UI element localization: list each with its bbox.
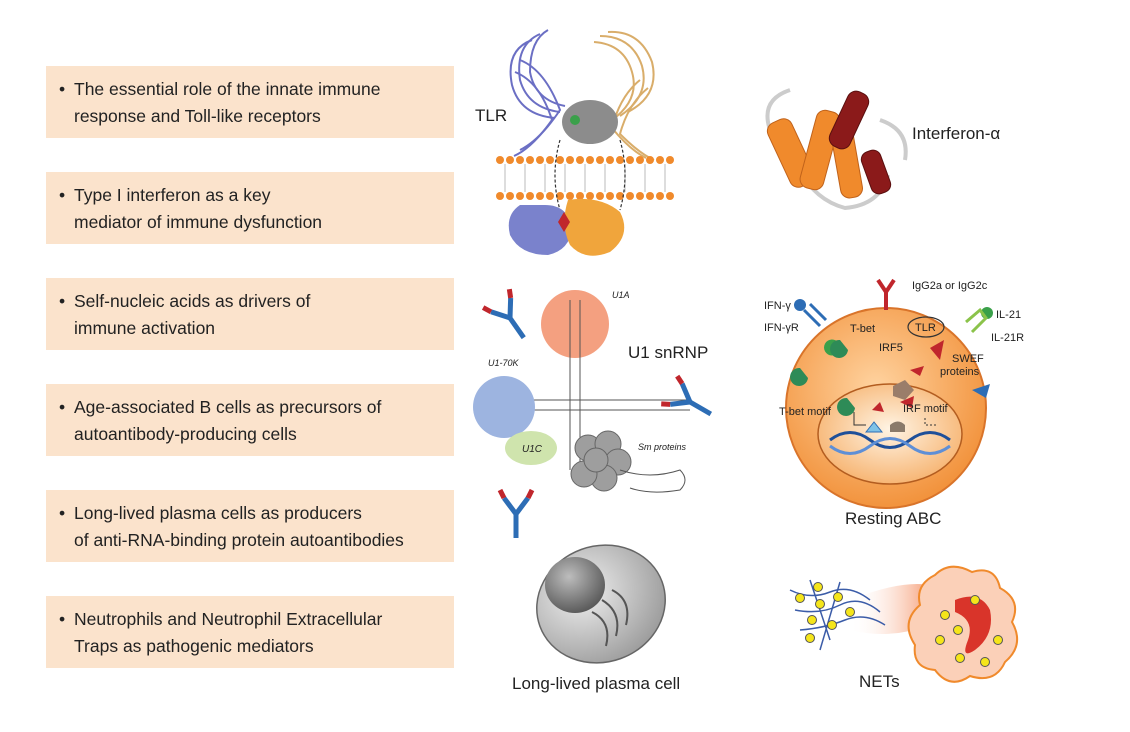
plasma-label: Long-lived plasma cell <box>512 674 680 693</box>
igg-receptor <box>876 278 896 310</box>
tbet-motif-triangle <box>864 421 884 433</box>
irf-motif-label: IRF motif <box>903 403 949 415</box>
bullet: • <box>59 397 66 417</box>
bullet: • <box>59 503 66 523</box>
topic-text: Type I interferon as a key mediator of i… <box>74 185 323 232</box>
abc-label: Resting ABC <box>845 509 941 528</box>
il21r-label: IL-21R <box>991 332 1024 344</box>
ifngr-receptor <box>794 299 828 328</box>
tir-center <box>558 212 570 232</box>
neutrophil <box>907 565 1019 683</box>
bullet: • <box>59 79 66 99</box>
u1c-label: U1C <box>522 444 543 455</box>
topic-text: Long-lived plasma cells as producers of … <box>74 503 404 550</box>
plasma-cell <box>536 544 666 664</box>
nets-illustration <box>789 565 1019 683</box>
granules <box>795 582 1003 667</box>
sm-label: Sm proteins <box>638 442 687 452</box>
u1-snrnp: U1A U1-70K U1C Sm proteins <box>473 290 690 493</box>
tbet-motif-label: T-bet motif <box>779 406 832 418</box>
ligand-dot <box>570 115 580 125</box>
sm-ring <box>570 430 632 492</box>
topic-text: Age-associated B cells as precursors of … <box>74 397 382 444</box>
bullet: • <box>59 609 66 629</box>
antibody-icon <box>661 374 713 417</box>
bullet: • <box>59 185 66 205</box>
tlr-ectodomain-right <box>593 30 655 161</box>
antibody-icon <box>497 488 535 538</box>
dna-strand <box>829 437 951 455</box>
dna-strand <box>829 431 951 449</box>
topic-box-1: • The essential role of the innate immun… <box>46 66 454 138</box>
topic-box-5: • Long-lived plasma cells as producers o… <box>46 490 454 562</box>
tir-domain-right <box>564 198 625 256</box>
bullet: • <box>59 291 66 311</box>
irf5-label: IRF5 <box>879 342 903 354</box>
irf5-pentagon <box>893 380 914 400</box>
topic-box-2: • Type I interferon as a key mediator of… <box>46 172 454 244</box>
tlr-structure <box>496 29 676 256</box>
topic-box-3: • Self-nucleic acids as drivers of immun… <box>46 278 454 350</box>
tlr-inner-ellipse <box>907 316 945 338</box>
topic-text: Self-nucleic acids as drivers of immune … <box>74 291 311 338</box>
tlr-ectodomain-left <box>509 29 566 157</box>
ligand-molecule <box>562 100 618 144</box>
proteins-label: proteins <box>940 366 980 378</box>
u1a-label: U1A <box>612 290 630 300</box>
u1a-protein <box>541 290 609 358</box>
er-membranes <box>591 589 629 647</box>
topic-box-6: • Neutrophils and Neutrophil Extracellul… <box>46 596 454 668</box>
nets-label: NETs <box>859 672 900 691</box>
u1c-protein <box>505 431 557 465</box>
antibody-icon <box>481 288 526 340</box>
neutrophil-nucleus <box>955 596 991 654</box>
interferon-label: Interferon-α <box>912 124 1000 143</box>
tlr-label: TLR <box>475 106 507 125</box>
u1snrnp-label: U1 snRNP <box>628 343 708 362</box>
topic-text: Neutrophils and Neutrophil Extracellular… <box>74 609 383 656</box>
swef-label: SWEF <box>952 353 984 365</box>
il21r-receptor <box>965 307 993 334</box>
cell-membrane <box>496 139 676 211</box>
irf-motif-shape <box>890 421 905 432</box>
ifngr-label: IFN-γR <box>764 322 799 334</box>
tir-domain-left <box>508 205 572 255</box>
topic-box-4: • Age-associated B cells as precursors o… <box>46 384 454 456</box>
interferon-structure <box>765 88 908 211</box>
ifng-label: IFN-γ <box>764 300 791 312</box>
u1-70k-label: U1-70K <box>488 358 520 368</box>
plasma-nucleus <box>545 557 605 613</box>
il21-label: IL-21 <box>996 309 1021 321</box>
tbet-label: T-bet <box>850 323 875 335</box>
tlr-inner-label: TLR <box>915 322 936 334</box>
abc-cell <box>785 307 990 509</box>
igg-label: IgG2a or IgG2c <box>912 280 988 292</box>
topic-text: The essential role of the innate immune … <box>74 79 381 126</box>
u1-70k-protein <box>473 376 535 438</box>
rna-strand <box>520 300 690 470</box>
